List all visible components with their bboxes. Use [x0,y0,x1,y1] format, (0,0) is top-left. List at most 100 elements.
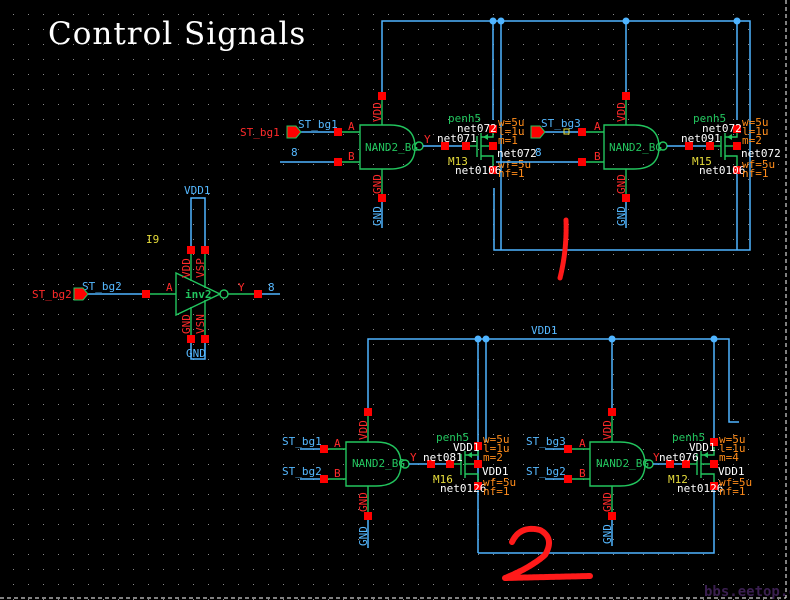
nand-gate-1[interactable]: NAND2_BG A B Y VDD GND GND ST_bg1 8 [280,92,431,228]
svg-text:VDD: VDD [601,420,614,440]
svg-text:GND: GND [371,206,384,226]
cell-name: NAND2_BG [365,141,418,154]
svg-text:VDD: VDD [371,102,384,122]
svg-text:nf=1: nf=1 [483,485,510,498]
svg-text:w=5u: w=5u [498,116,525,129]
svg-text:I9: I9 [146,233,159,246]
svg-text:net0126: net0126 [440,482,486,495]
svg-text:GND: GND [601,524,614,544]
svg-text:net091: net091 [681,132,721,145]
schematic-title: Control Signals [48,16,306,52]
svg-text:w=5u: w=5u [483,433,510,446]
top-supply-wires [381,17,751,251]
grid-dots [13,14,779,600]
svg-text:net0106: net0106 [699,164,745,177]
svg-text:wf=5u: wf=5u [719,476,752,489]
svg-text:B: B [594,150,601,163]
junction-dot [622,17,630,25]
inverter-i9[interactable]: VDD1 I9 inv2 A Y VDD VSP GND VSN GND ST_… [82,184,280,360]
svg-text:VDD1: VDD1 [482,465,509,478]
svg-text:ST_bg1: ST_bg1 [240,126,280,139]
svg-text:VDD1: VDD1 [718,465,745,478]
pmos-m15[interactable]: penh5 net072 net091 M15 net072 net0106 w… [667,112,781,180]
svg-text:VDD: VDD [615,102,628,122]
svg-text:VDD: VDD [357,420,370,440]
svg-text:8: 8 [268,281,275,294]
svg-text:GND: GND [357,492,370,512]
svg-text:GND: GND [615,206,628,226]
svg-text:ST_bg2: ST_bg2 [82,280,122,293]
svg-text:penh5: penh5 [448,112,481,125]
svg-text:penh5: penh5 [693,112,726,125]
pmos-m13[interactable]: penh5 net072 net071 M13 net072 net0106 w… [423,112,537,180]
svg-text:VDD1: VDD1 [184,184,211,197]
pmos-m16[interactable]: penh5 VDD1 net081 M16 VDD1 net0126 w=5u … [409,431,516,498]
svg-text:m=2: m=2 [483,451,503,464]
nand-gate-2[interactable]: NAND2_BG A B VDD GND GND ST_bg3 8 [496,92,668,228]
svg-text:VDD: VDD [180,258,193,278]
svg-text:M12: M12 [668,473,688,486]
nand-gate-4[interactable]: NAND2_BG A B Y VDD GND GND ST_bg3 ST_bg2 [526,408,660,546]
svg-text:GND: GND [615,174,628,194]
svg-text:M15: M15 [692,155,712,168]
svg-text:ST_bg3: ST_bg3 [526,435,566,448]
input-pin-st-bg2[interactable]: ST_bg2 [32,287,89,301]
svg-text:A: A [594,120,601,133]
svg-text:inv2: inv2 [185,288,212,301]
svg-text:VSN: VSN [194,314,207,334]
hand-annotation-stroke [557,217,569,281]
svg-text:A: A [348,120,355,133]
svg-text:VDD1: VDD1 [531,324,558,337]
svg-text:A: A [579,437,586,450]
svg-text:net072: net072 [741,147,781,160]
svg-text:ST_bg2: ST_bg2 [282,465,322,478]
svg-text:B: B [579,467,586,480]
svg-text:net081: net081 [423,451,463,464]
svg-text:A: A [166,281,173,294]
svg-text:A: A [334,437,341,450]
svg-text:ST_bg3: ST_bg3 [541,117,581,130]
svg-text:m=1: m=1 [498,134,518,147]
junction-dot [497,17,505,25]
svg-text:GND: GND [180,314,193,334]
svg-text:Y: Y [424,133,431,146]
svg-text:wf=5u: wf=5u [483,476,516,489]
svg-text:Y: Y [653,451,660,464]
pmos-m12[interactable]: penh5 VDD1 net076 M12 VDD1 net0126 w=5u … [653,431,752,498]
svg-text:VDD1: VDD1 [689,441,716,454]
svg-text:w=5u: w=5u [742,116,769,129]
svg-text:8: 8 [291,146,298,159]
input-pin-st-bg3[interactable] [530,125,546,139]
svg-text:net0106: net0106 [455,164,501,177]
svg-text:B: B [348,150,355,163]
svg-text:GND: GND [357,526,370,546]
input-pin-st-bg1[interactable]: ST_bg1 [240,125,302,139]
svg-text:net072: net072 [497,147,537,160]
junction-dot [733,17,741,25]
svg-text:ST_bg2: ST_bg2 [526,465,566,478]
svg-text:nf=1: nf=1 [719,485,746,498]
svg-text:net072: net072 [702,122,742,135]
nand-gate-3[interactable]: NAND2_BG A B Y VDD GND GND ST_bg1 ST_bg2 [282,408,417,548]
svg-text:nf=1: nf=1 [498,167,525,180]
svg-text:GND: GND [601,492,614,512]
svg-text:penh5: penh5 [672,431,705,444]
svg-text:m=4: m=4 [719,451,739,464]
svg-text:B: B [334,467,341,480]
vdd-bus-top[interactable] [381,20,751,251]
svg-text:Y: Y [410,451,417,464]
svg-text:net0126: net0126 [677,482,723,495]
svg-text:wf=5u: wf=5u [742,158,775,171]
svg-text:VDD1: VDD1 [453,441,480,454]
svg-text:l=1u: l=1u [742,125,769,138]
svg-text:net076: net076 [659,451,699,464]
svg-text:w=5u: w=5u [719,433,746,446]
svg-text:M16: M16 [433,473,453,486]
svg-text:NAND2_BG: NAND2_BG [352,457,405,470]
hand-annotation-2 [502,525,593,581]
svg-text:ST_bg2: ST_bg2 [32,288,72,301]
svg-text:l=1u: l=1u [498,125,525,138]
svg-text:GND: GND [186,347,206,360]
svg-text:m=2: m=2 [742,134,762,147]
